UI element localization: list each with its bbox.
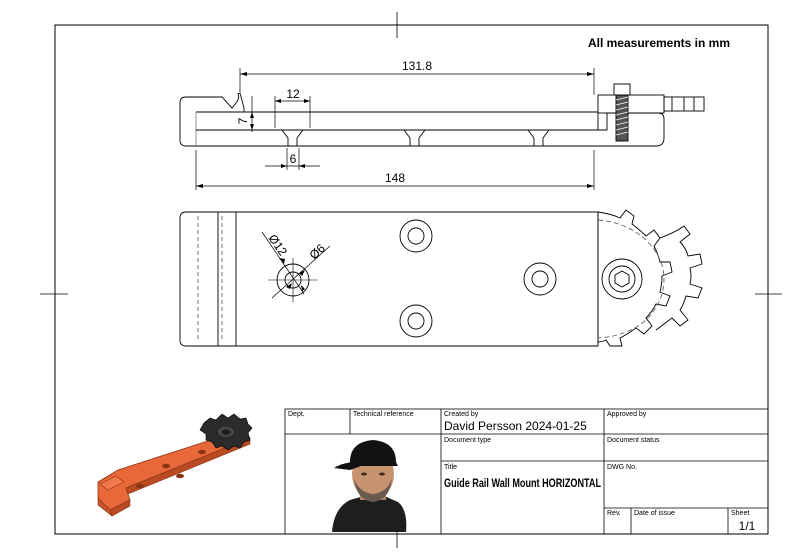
side-hub	[597, 94, 665, 114]
dim-hole-spacing: 12	[286, 87, 300, 101]
iso-step	[99, 475, 125, 491]
iso-hole-4	[198, 449, 206, 455]
iso-hole-1	[136, 483, 144, 489]
tech-ref-label: Technical reference	[353, 411, 414, 418]
dim-length-top: 131.8	[402, 59, 432, 73]
sheet-value: 1/1	[739, 519, 756, 533]
side-hole-2	[403, 129, 426, 146]
approved-by-label: Approved by	[607, 411, 647, 418]
title-label: Title	[444, 464, 457, 471]
rev-label: Rev.	[607, 510, 621, 517]
top-hole-4-inner	[531, 270, 549, 288]
side-hole-3	[527, 129, 550, 146]
dim-overall-length: 148	[385, 171, 405, 185]
top-sprocket-hub	[601, 258, 643, 300]
top-hole-4-outer	[523, 262, 557, 296]
iso-hole-2	[162, 463, 170, 469]
side-bolt-head	[613, 83, 631, 96]
side-bolt-thread	[615, 94, 629, 142]
dim-hole-small: 6	[290, 152, 297, 166]
top-hole-3-inner	[407, 312, 425, 330]
avatar	[332, 440, 407, 532]
side-view	[179, 83, 705, 147]
side-dimensions	[195, 68, 595, 190]
iso-plate-edge	[125, 437, 251, 495]
side-bolt-threads	[615, 96, 629, 136]
top-sprocket-pitch	[597, 219, 665, 339]
top-hole-2-inner	[407, 227, 425, 245]
iso-bolt	[222, 429, 230, 435]
top-sprocket-teeth	[655, 225, 703, 331]
date-of-issue-label: Date of issue	[634, 510, 675, 517]
side-plate-outline	[179, 92, 665, 147]
top-dim-arrows	[279, 258, 305, 291]
created-by-value: David Persson 2024-01-25	[444, 419, 587, 433]
top-plate-outline	[179, 211, 599, 347]
dim-dia-small: Ø6	[307, 241, 329, 262]
top-sprocket-outline	[597, 209, 673, 347]
iso-hole-3	[176, 473, 184, 479]
top-bolt-head	[608, 265, 636, 293]
top-bolt-hex-socket	[614, 270, 630, 288]
title-value: Guide Rail Wall Mount HORIZONTAL	[444, 476, 601, 490]
dim-step-height: 7	[236, 117, 250, 124]
sheet-label: Sheet	[731, 510, 749, 517]
top-hole-3-outer	[399, 304, 433, 338]
doc-status-label: Document status	[607, 437, 660, 444]
iso-plate-side	[97, 497, 113, 517]
title-block	[284, 408, 769, 535]
side-dim-arrows	[196, 72, 594, 188]
isometric-part-render	[97, 413, 253, 517]
dept-label: Dept.	[288, 411, 305, 418]
side-hole-1	[281, 129, 304, 146]
created-by-label: Created by	[444, 411, 479, 418]
units-note: All measurements in mm	[588, 36, 730, 50]
doc-type-label: Document type	[444, 437, 491, 444]
dim-dia-large: Ø12	[266, 232, 291, 259]
top-view	[179, 209, 673, 347]
top-hole-2-outer	[399, 219, 433, 253]
dwg-no-label: DWG No.	[607, 464, 637, 471]
